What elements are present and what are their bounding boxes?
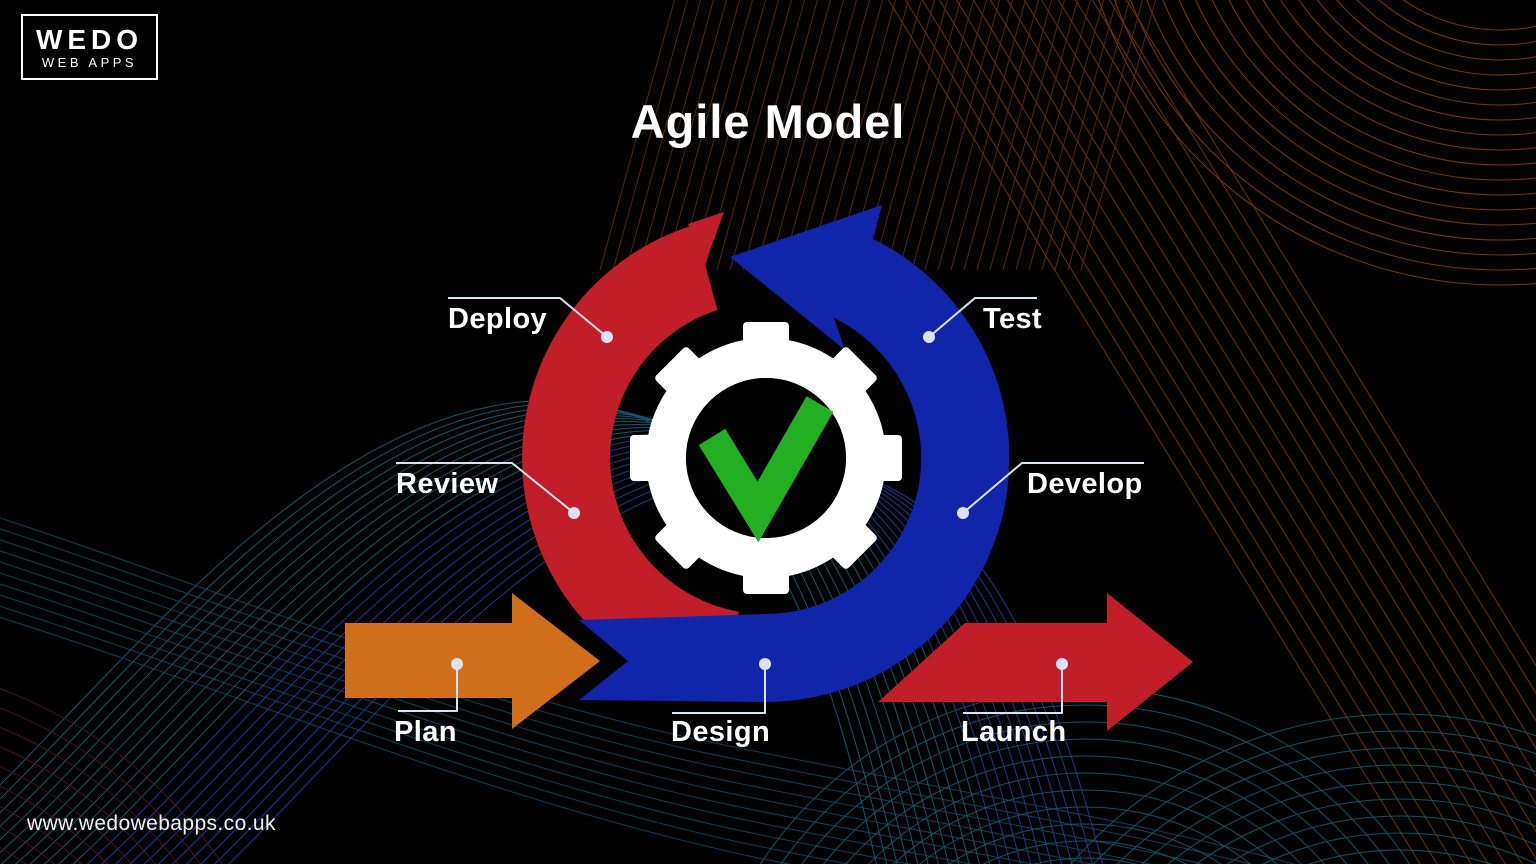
wedo-web-apps-logo: WEDO WEB APPS bbox=[21, 14, 158, 80]
title-hatch-lines bbox=[599, 0, 1157, 271]
label-test: Test bbox=[983, 303, 1043, 335]
develop-connector bbox=[962, 462, 1144, 514]
logo-line1: WEDO bbox=[35, 23, 144, 55]
design-connector bbox=[672, 664, 766, 714]
page-title: Agile Model bbox=[630, 95, 906, 148]
blue-cycle-arrow bbox=[579, 205, 1010, 702]
label-launch: Launch bbox=[961, 716, 1067, 748]
deploy-connector bbox=[448, 297, 608, 338]
review-connector bbox=[396, 462, 575, 514]
connector-dots bbox=[451, 331, 1068, 670]
plan-arrow bbox=[345, 593, 600, 729]
launch-connector bbox=[963, 664, 1063, 714]
label-deploy: Deploy bbox=[448, 303, 548, 335]
website-url: www.wedowebapps.co.uk bbox=[27, 812, 276, 835]
label-plan: Plan bbox=[394, 716, 457, 748]
plan-connector bbox=[398, 664, 458, 712]
label-review: Review bbox=[396, 468, 499, 500]
launch-arrow bbox=[878, 593, 1193, 731]
test-connector bbox=[928, 297, 1037, 338]
checkmark-icon bbox=[698, 396, 834, 543]
label-design: Design bbox=[671, 716, 771, 748]
gear-icon bbox=[630, 322, 902, 594]
label-connectors bbox=[396, 297, 1144, 714]
globe-mesh-arcs bbox=[760, 687, 1536, 864]
orange-wave-arcs bbox=[1098, 0, 1536, 286]
label-develop: Develop bbox=[1027, 468, 1143, 500]
logo-line2: WEB APPS bbox=[41, 54, 138, 70]
